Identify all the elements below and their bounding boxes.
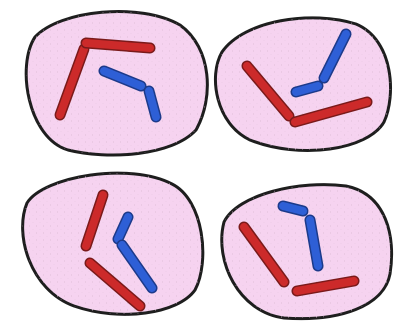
cell-texture bbox=[222, 185, 392, 319]
cell-top-right bbox=[215, 18, 390, 151]
cell-top-left bbox=[26, 12, 207, 156]
red-chromosome bbox=[86, 43, 150, 48]
cell-texture bbox=[215, 18, 390, 151]
cell-texture bbox=[26, 12, 207, 156]
cell-bottom-left bbox=[23, 173, 203, 314]
cell-bottom-right bbox=[222, 185, 392, 319]
blue-chromosome bbox=[283, 206, 303, 211]
cell-texture bbox=[23, 173, 203, 314]
